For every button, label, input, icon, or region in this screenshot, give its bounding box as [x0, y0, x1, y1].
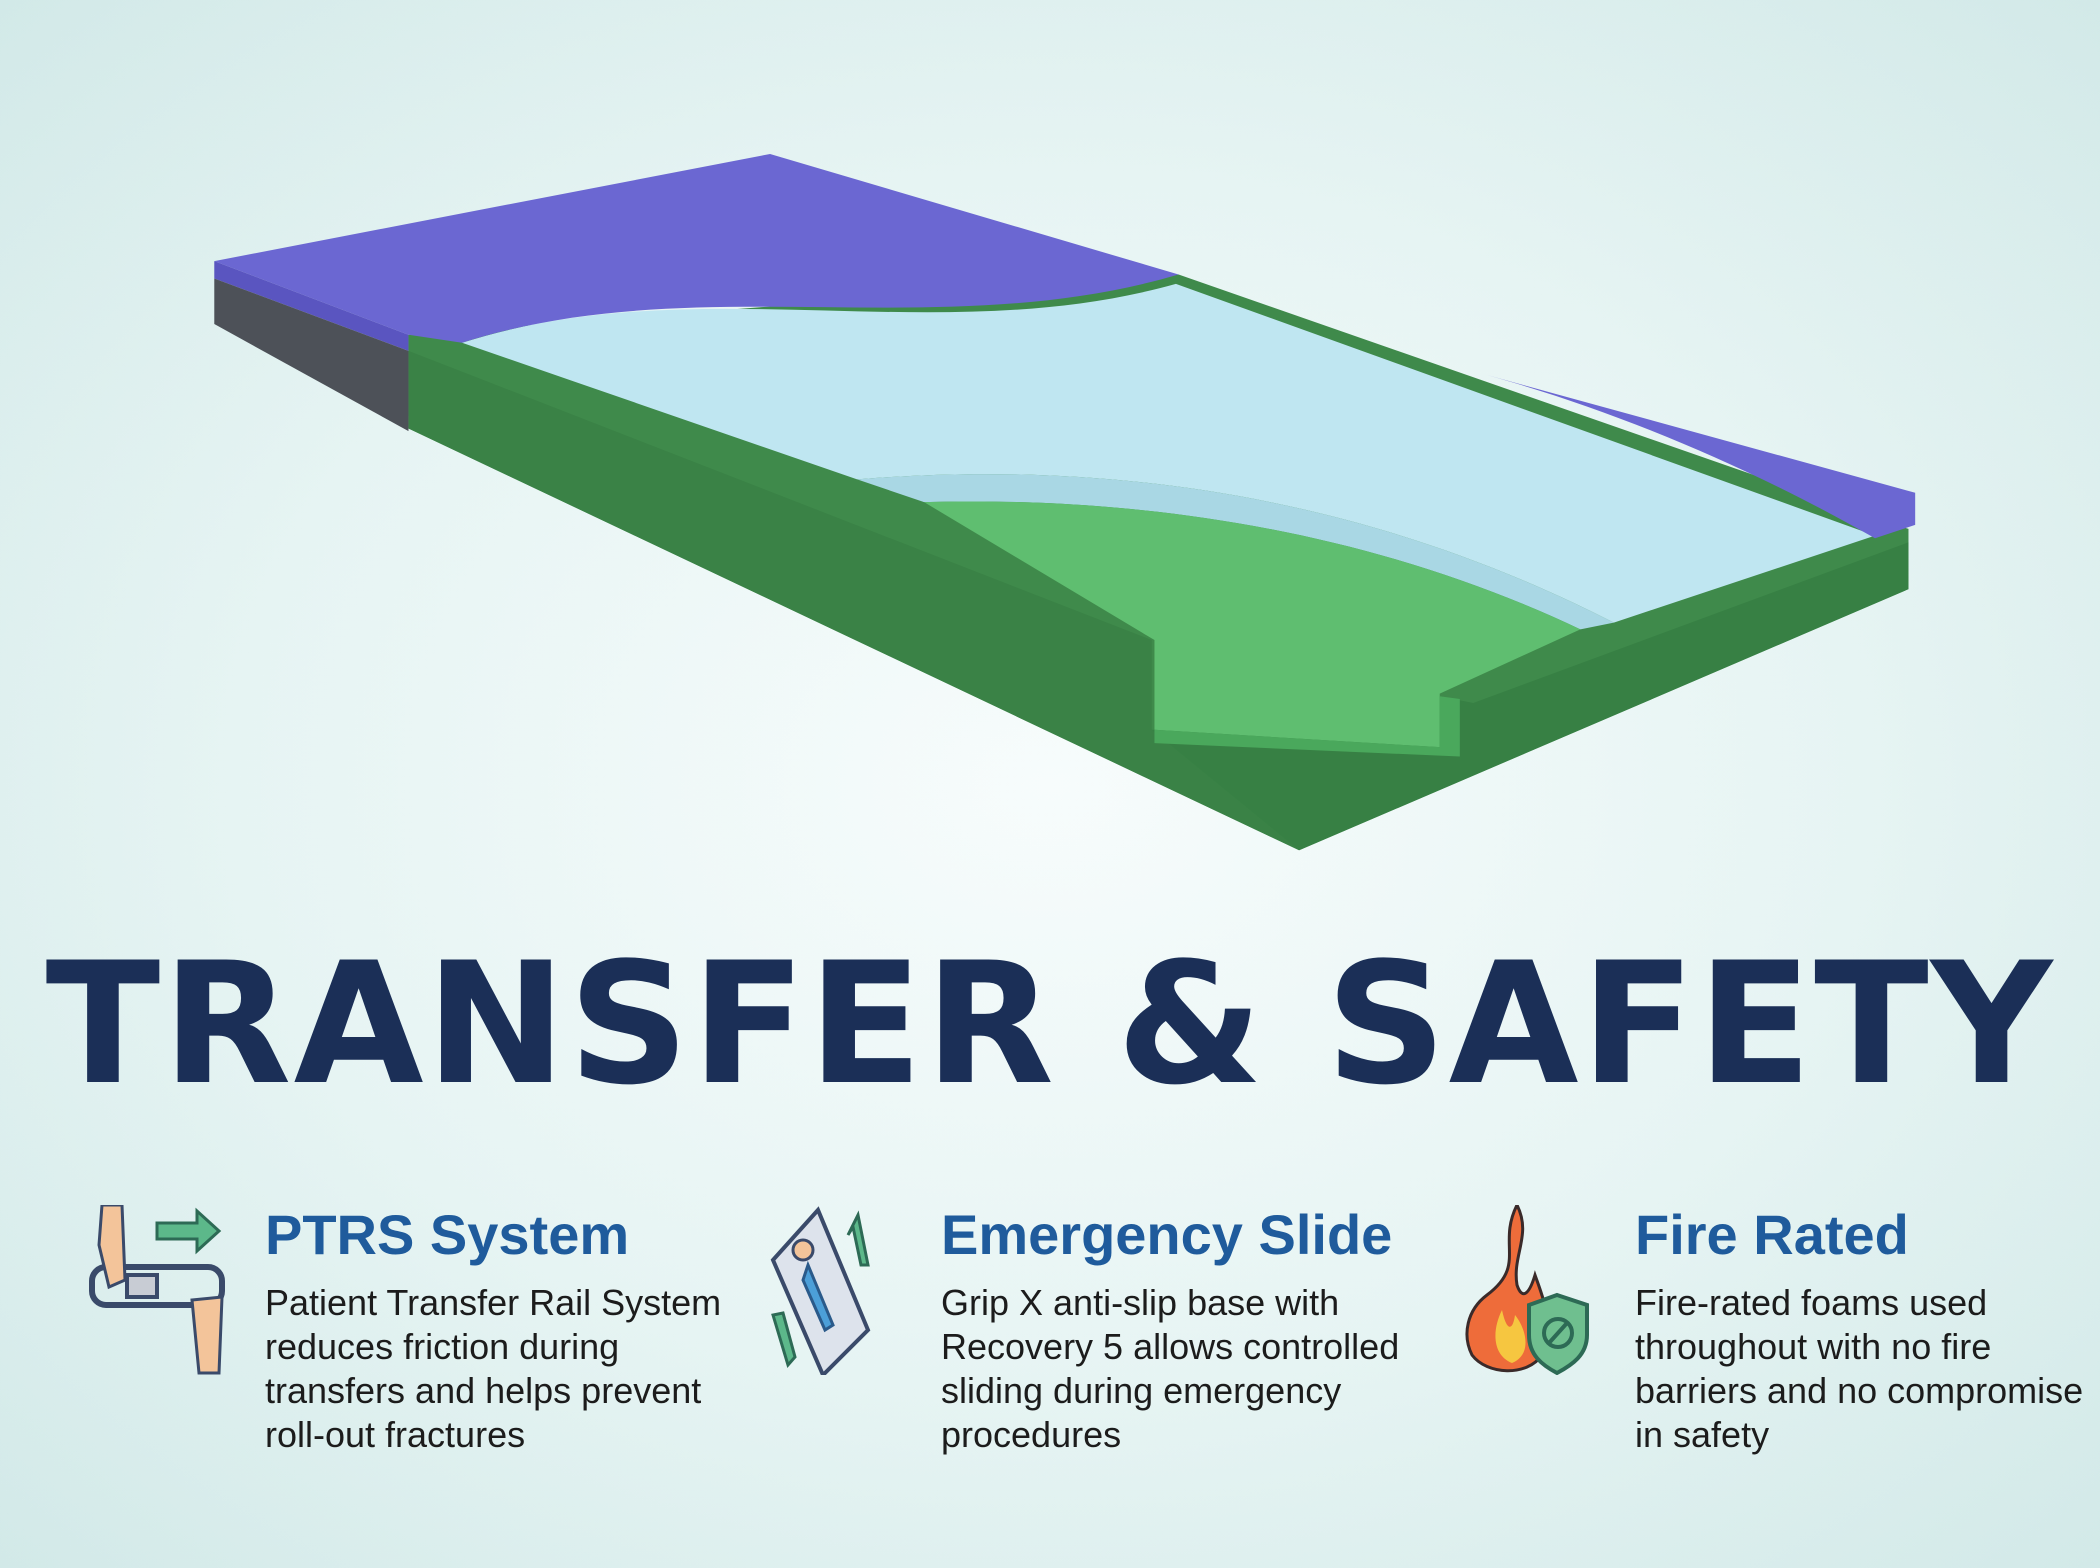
cover-front-edge: [214, 261, 409, 351]
foam-shade: [857, 474, 1614, 630]
feature-description: Fire-rated foams used throughout with no…: [1635, 1282, 2084, 1455]
feature-heading: Emergency Slide: [941, 1203, 1393, 1266]
mattress-rim-face: [408, 350, 1300, 851]
page-title: TRANSFER & SAFETY: [45, 926, 2055, 1122]
mattress-front-edge: [1151, 542, 1909, 851]
hand-transfer-rail-icon: [89, 1205, 225, 1375]
feature-heading: Fire Rated: [1635, 1203, 1909, 1266]
core-front: [1154, 696, 1460, 757]
mattress-cover-right: [1486, 374, 1916, 539]
mattress-side-base: [214, 278, 409, 432]
feature-description: Patient Transfer Rail System reduces fri…: [265, 1282, 722, 1455]
mattress-cover-left: [214, 153, 1179, 343]
feature-description: Grip X anti-slip base with Recovery 5 al…: [941, 1282, 1400, 1455]
fire-shield-icon: [1465, 1205, 1589, 1375]
patient-slide-icon: [770, 1206, 871, 1375]
mattress-foam-layer: [462, 283, 1875, 623]
mattress-inner-core: [924, 501, 1581, 748]
feature-heading: PTRS System: [265, 1203, 630, 1266]
